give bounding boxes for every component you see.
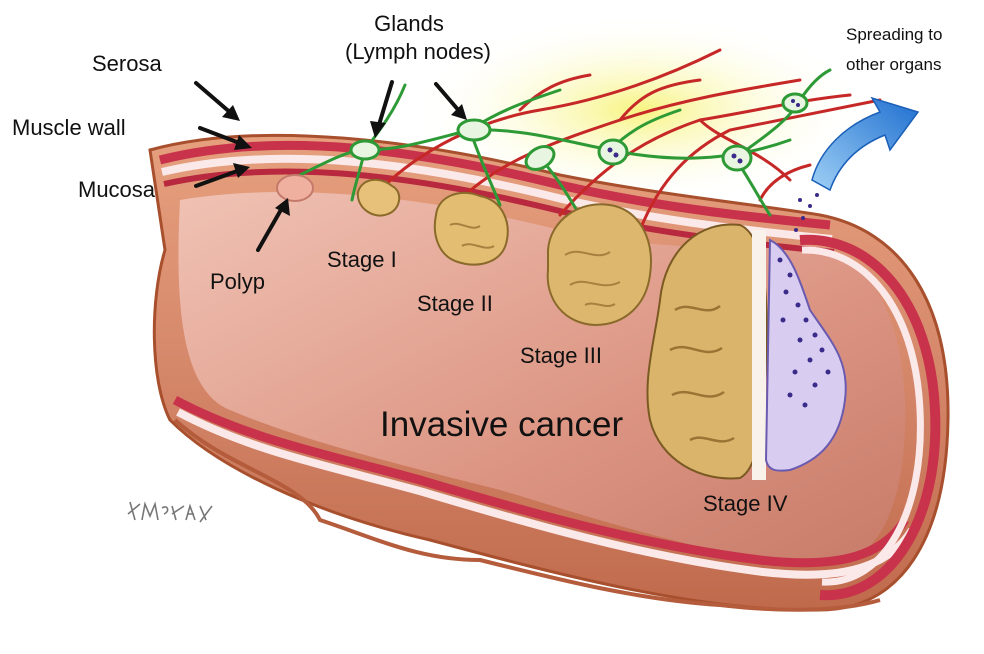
lymph-node bbox=[458, 120, 490, 140]
lymph-node bbox=[599, 140, 627, 164]
polyp bbox=[277, 175, 313, 201]
label-spreading-line1: Spreading to bbox=[846, 26, 942, 45]
label-invasive-cancer: Invasive cancer bbox=[380, 406, 623, 445]
label-stage-3: Stage III bbox=[520, 344, 602, 368]
label-polyp: Polyp bbox=[210, 270, 265, 294]
label-glands: Glands bbox=[361, 12, 457, 36]
label-mucosa: Mucosa bbox=[78, 178, 155, 202]
label-lymph-nodes: (Lymph nodes) bbox=[318, 40, 518, 64]
label-stage-2: Stage II bbox=[417, 292, 493, 316]
lymph-node bbox=[351, 141, 379, 159]
label-stage-4: Stage IV bbox=[703, 492, 787, 516]
label-serosa: Serosa bbox=[92, 52, 162, 76]
tumor-stage-3 bbox=[548, 204, 651, 325]
cut-face bbox=[752, 230, 766, 480]
label-spreading-line2: other organs bbox=[846, 56, 941, 75]
tumor-stage-2 bbox=[435, 193, 508, 265]
lymph-node bbox=[723, 146, 751, 170]
label-muscle-wall: Muscle wall bbox=[12, 116, 126, 140]
artist-signature bbox=[128, 502, 212, 522]
lymph-node bbox=[783, 94, 807, 112]
label-stage-1: Stage I bbox=[327, 248, 397, 272]
serosa-pointer bbox=[196, 83, 232, 114]
